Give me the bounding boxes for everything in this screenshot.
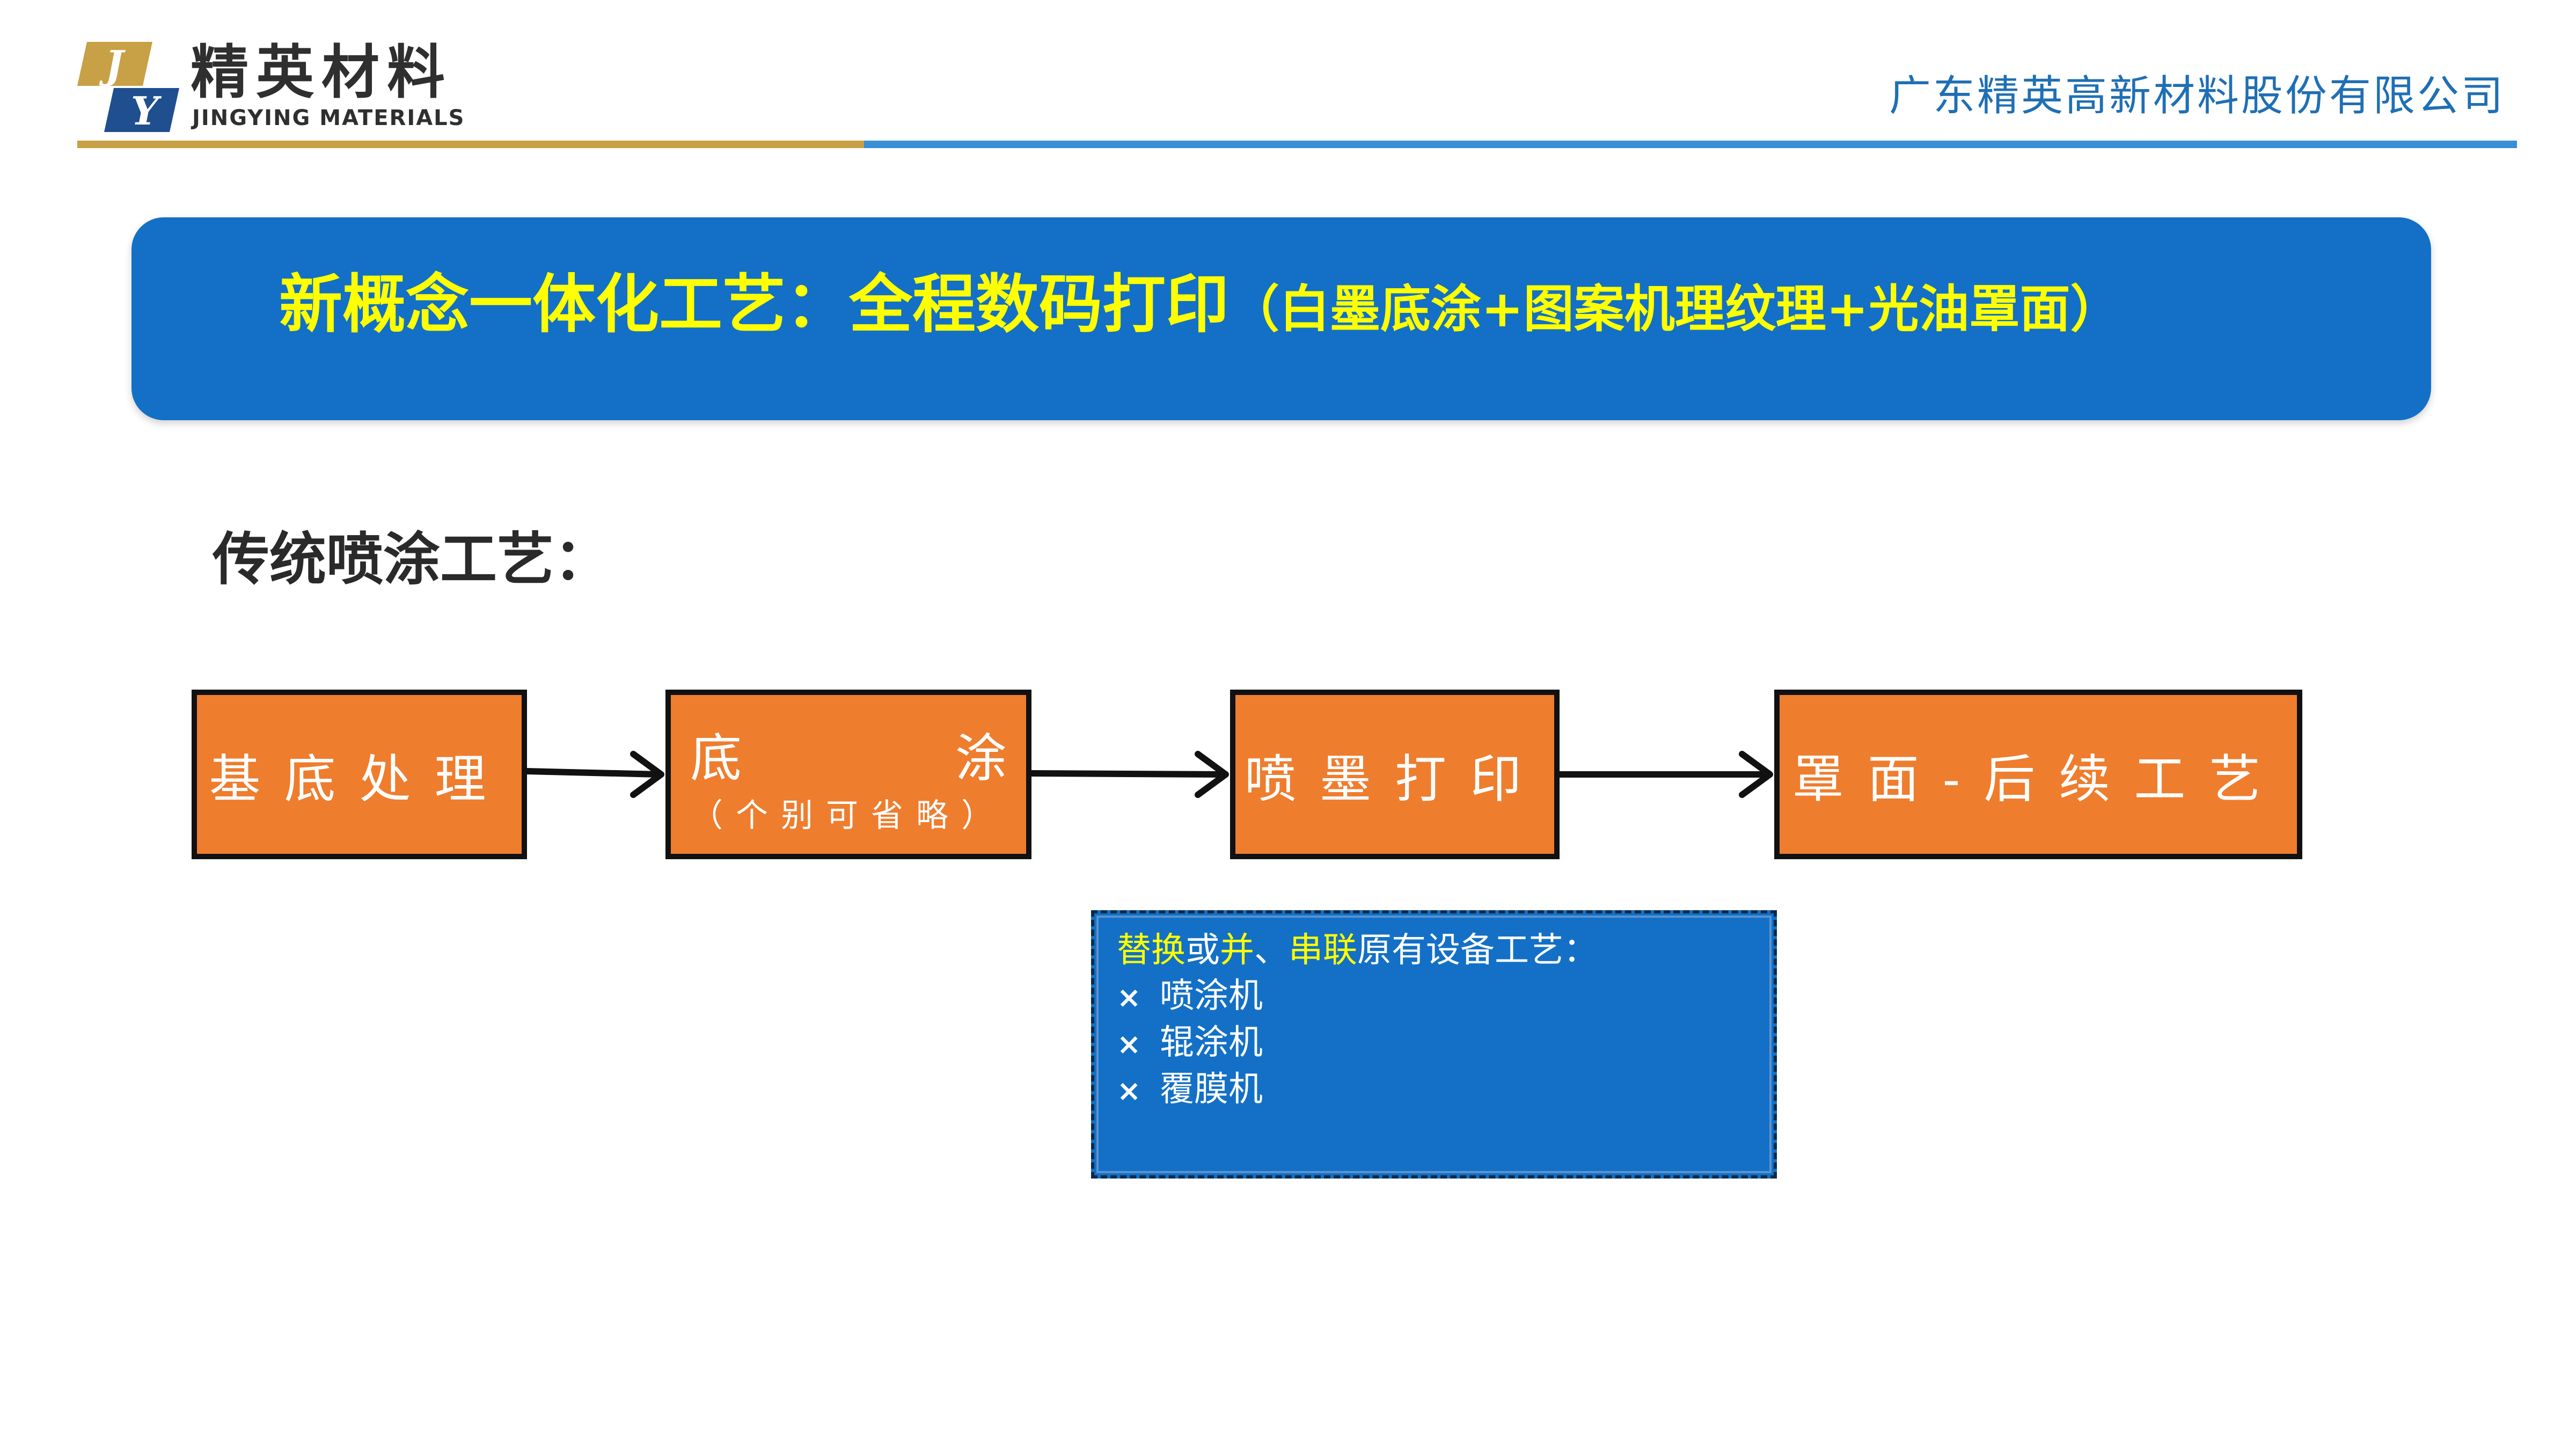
callout-heading-part: 原有设备工艺： [1357, 931, 1598, 970]
callout-heading-part: 替换 [1117, 931, 1185, 970]
callout-heading-part: 、 [1254, 931, 1289, 970]
list-item: × 辊涂机 [1117, 1020, 1263, 1067]
process-step-label-right: 涂 [955, 728, 1007, 788]
process-step-inkjet: 喷墨打印 [1230, 690, 1560, 859]
callout-heading-part: 并 [1220, 931, 1254, 970]
callout-box: 替换或并、串联原有设备工艺： × 喷涂机 × 辊涂机 × 覆膜机 [1091, 910, 1777, 1179]
callout-heading-part: 或 [1185, 931, 1220, 970]
list-item: × 覆膜机 [1117, 1067, 1263, 1114]
company-name: 广东精英高新材料股份有限公司 [1889, 72, 2505, 120]
list-item-text: 覆膜机 [1160, 1070, 1263, 1109]
banner-title-main: 新概念一体化工艺：全程数码打印 [279, 267, 1230, 341]
process-step-label: 罩面-后续工艺 [1792, 749, 2285, 809]
callout-heading: 替换或并、串联原有设备工艺： [1117, 928, 1598, 973]
arrow-right-icon [1556, 751, 1773, 798]
process-step-label: 喷墨打印 [1245, 749, 1545, 809]
logo-mark-icon: J Y [77, 42, 179, 132]
process-step-label-left: 底 [690, 728, 742, 788]
arrow-right-icon [524, 751, 664, 798]
process-step-note: （个别可省略） [691, 797, 1006, 835]
process-step-topcoat: 罩面-后续工艺 [1774, 690, 2302, 859]
header-rule-blue [864, 141, 2517, 148]
list-item: × 喷涂机 [1117, 974, 1263, 1020]
banner-title: 新概念一体化工艺：全程数码打印（白墨底涂+图案机理纹理+光油罩面） [279, 273, 2121, 336]
process-step-primer: 底 涂 （个别可省略） [665, 690, 1031, 859]
cross-icon: × [1117, 1027, 1141, 1061]
list-item-text: 喷涂机 [1160, 976, 1263, 1016]
arrow-right-icon [1028, 751, 1229, 798]
logo-en-name: JINGYING MATERIALS [192, 106, 465, 130]
cross-icon: × [1117, 1074, 1141, 1108]
process-step-substrate: 基底处理 [192, 690, 527, 859]
section-heading: 传统喷涂工艺： [213, 526, 611, 592]
logo-cn-name: 精英材料 [191, 39, 453, 106]
list-item-text: 辊涂机 [1160, 1023, 1263, 1063]
header-rule-gold [77, 141, 864, 148]
title-banner [131, 217, 2431, 420]
callout-list: × 喷涂机 × 辊涂机 × 覆膜机 [1117, 974, 1263, 1114]
logo-letter-y: Y [131, 88, 162, 132]
cross-icon: × [1117, 980, 1141, 1014]
process-step-label: 基底处理 [209, 749, 510, 809]
banner-title-sub: （白墨底涂+图案机理纹理+光油罩面） [1229, 280, 2121, 339]
callout-heading-part: 串联 [1289, 931, 1357, 970]
